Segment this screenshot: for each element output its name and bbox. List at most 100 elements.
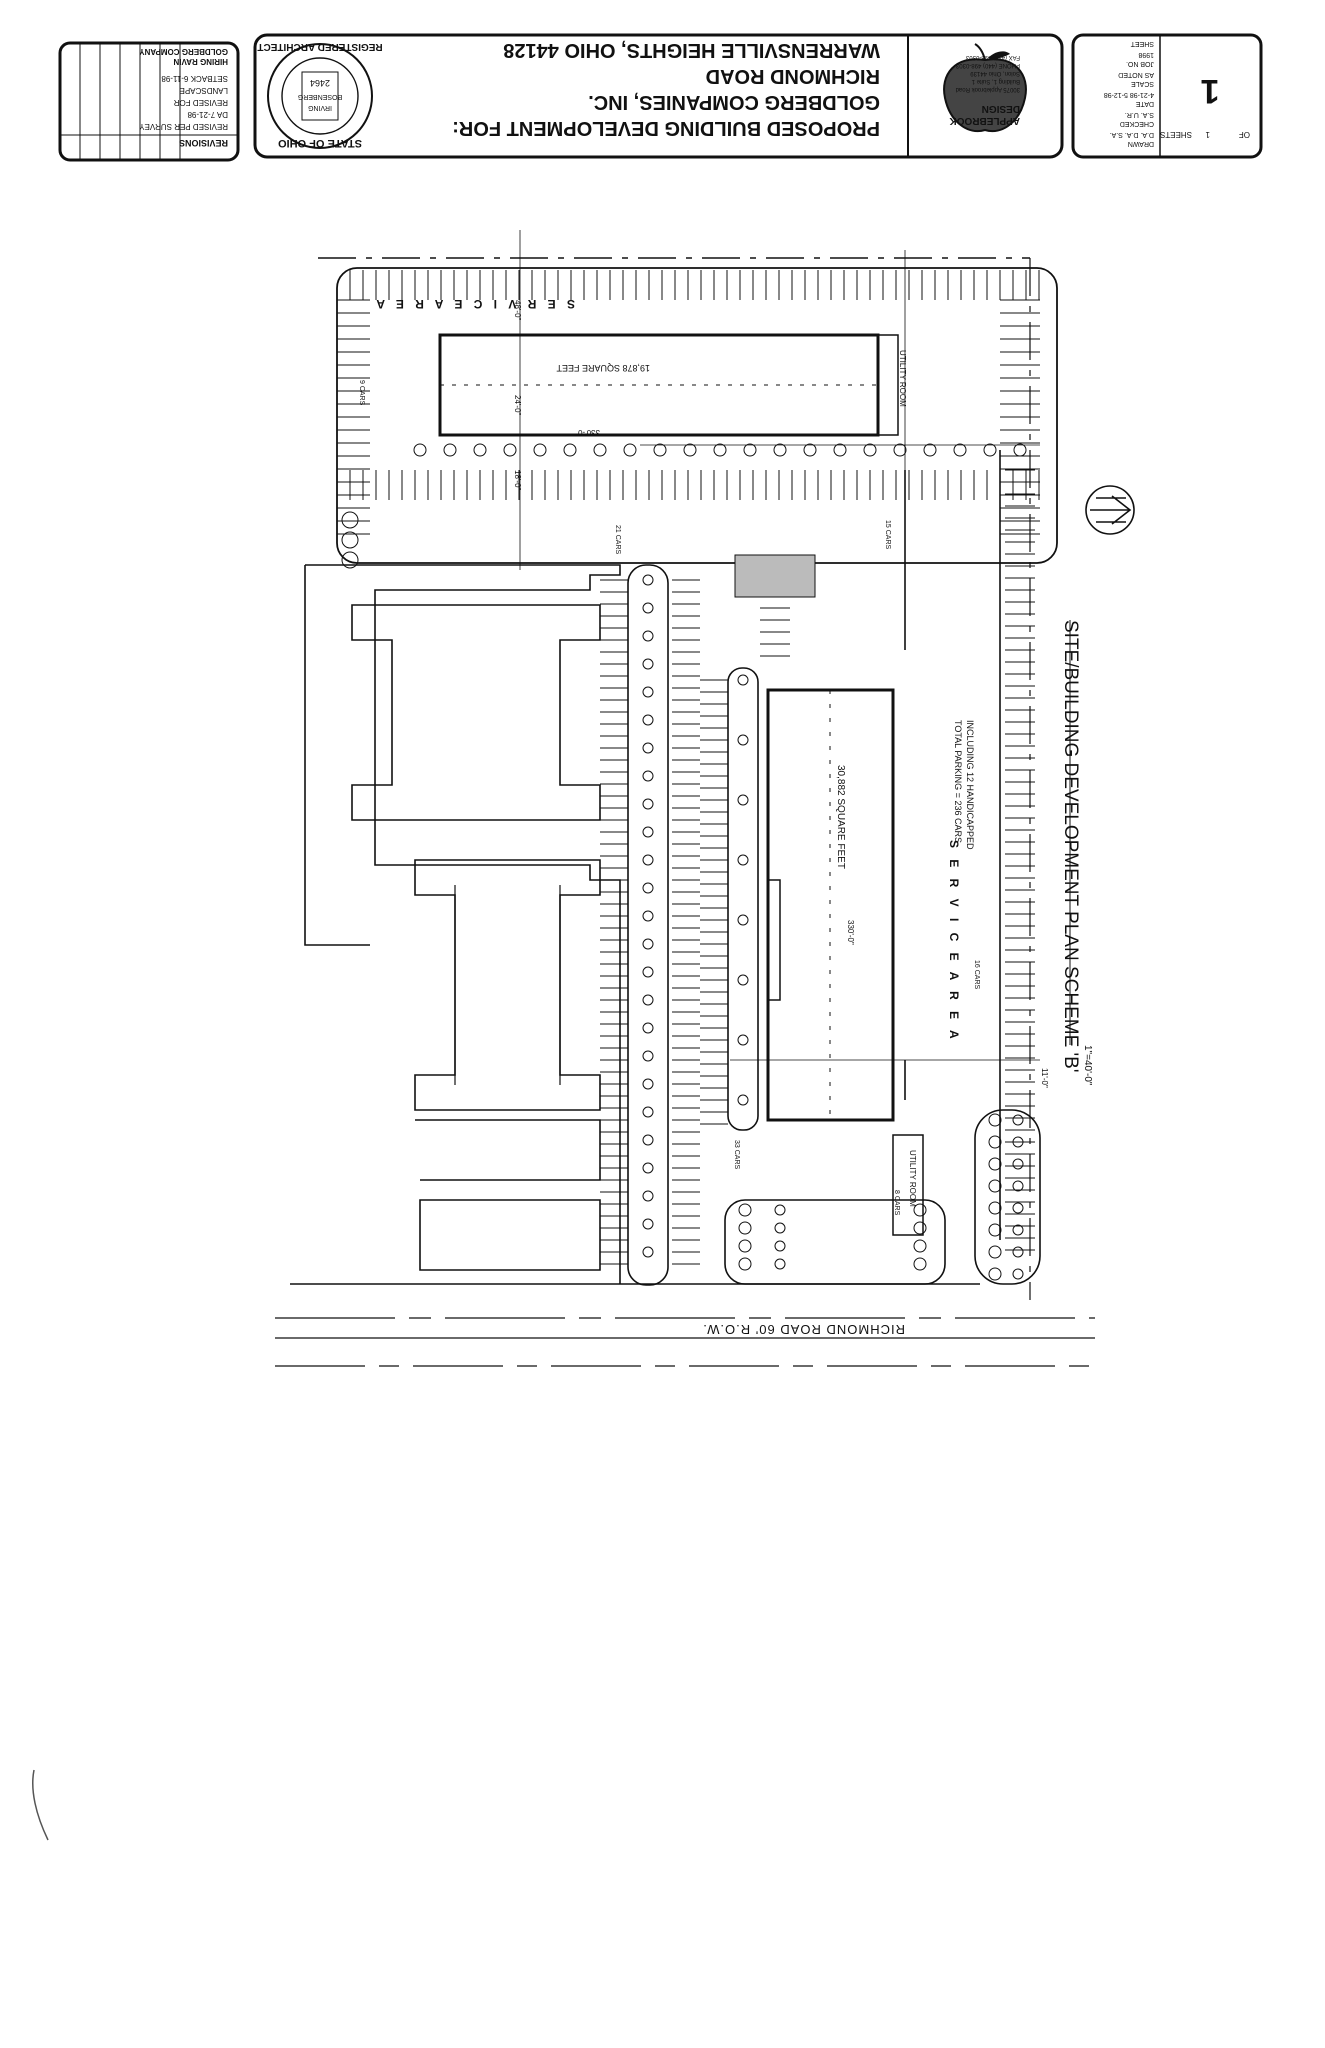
cars-8-label: 8 CARS xyxy=(893,1190,900,1216)
tree-icon xyxy=(737,1094,749,1106)
architect-seal: STATE OF OHIO REGISTERED ARCHITECT IRVIN… xyxy=(257,41,383,149)
stray-mark xyxy=(32,1769,49,1841)
scale-label: SCALE xyxy=(1131,80,1154,87)
adjacent-development-outline xyxy=(304,564,621,1284)
tree-icon xyxy=(593,443,607,457)
dim-48-label: 48'-0" xyxy=(513,300,522,321)
tree-icon xyxy=(913,1221,927,1235)
parking-island-southeast xyxy=(974,1109,1041,1285)
seal-number: 2464 xyxy=(310,78,330,88)
tree-icon xyxy=(341,531,359,549)
tree-icon xyxy=(623,443,637,457)
handicap-parking-label: INCLUDING 12 HANDICAPPED xyxy=(965,720,975,850)
revision-client-2: GOLDBERG COMPANY xyxy=(139,47,228,56)
tree-icon xyxy=(923,443,937,457)
title-block: STATE OF OHIO REGISTERED ARCHITECT IRVIN… xyxy=(253,33,1064,159)
tree-icon xyxy=(988,1157,1002,1171)
service-drive-curb xyxy=(904,450,1001,1240)
tree-icon xyxy=(642,1022,654,1034)
tree-icon xyxy=(413,443,427,457)
tree-icon xyxy=(913,1257,927,1271)
parking-island-center xyxy=(727,667,759,1131)
tree-icon xyxy=(642,658,654,670)
tree-icon xyxy=(988,1179,1002,1193)
revision-row-1: REVISED PER SURVEY xyxy=(139,122,228,131)
plan-labels: S E R V I C E A R E A S E R V I C E A R … xyxy=(358,297,1049,1337)
tree-icon xyxy=(1012,1180,1024,1192)
tree-icon xyxy=(1012,1224,1024,1236)
tree-icon xyxy=(773,443,787,457)
sheet-label: SHEET xyxy=(1130,40,1154,47)
tree-icon xyxy=(1012,1246,1024,1258)
adjacent-i-building-4 xyxy=(419,1199,601,1271)
tree-icon xyxy=(737,914,749,926)
tree-icon xyxy=(893,443,907,457)
dim-24-label: 24'-0" xyxy=(513,395,522,416)
title-street: RICHMOND ROAD xyxy=(706,65,880,87)
handicap-parking-area xyxy=(734,554,816,598)
tree-icon xyxy=(642,742,654,754)
tree-icon xyxy=(737,734,749,746)
tree-icon xyxy=(1013,443,1027,457)
applebrook-logo-icon xyxy=(943,43,1027,133)
cars-9-label: 9 CARS xyxy=(358,380,365,406)
job-value: 1998 xyxy=(1138,51,1154,58)
building-a-utility-room xyxy=(892,1134,924,1236)
tree-icon xyxy=(988,1223,1002,1237)
drawing-scale-text: 1"=40'-0" xyxy=(1082,1045,1093,1086)
revision-row-5: SETBACK 6-11-98 xyxy=(161,74,228,83)
utility-room-label-a: UTILITY ROOM xyxy=(908,1150,917,1207)
tree-icon xyxy=(738,1203,752,1217)
tree-icon xyxy=(737,674,749,686)
title-city: WARRENSVILLE HEIGHTS, OHIO 44128 xyxy=(503,39,880,61)
tree-icon xyxy=(1012,1202,1024,1214)
revision-client-1: HIRING RAVIN xyxy=(173,57,228,66)
tree-icon xyxy=(743,443,757,457)
building-a-sf-label: 30,882 SQUARE FEET xyxy=(835,765,846,869)
tree-icon xyxy=(738,1221,752,1235)
dim-11-label: 11'-0" xyxy=(1040,1068,1049,1088)
tree-icon xyxy=(1012,1114,1024,1126)
tree-icon xyxy=(738,1257,752,1271)
drawn-value: D.A. D.A. S.A. xyxy=(1110,131,1154,138)
tree-icon xyxy=(642,1218,654,1230)
adjacent-i-building-1 xyxy=(351,604,601,821)
tree-icon xyxy=(988,1201,1002,1215)
tree-icon xyxy=(642,714,654,726)
cars-33-label: 33 CARS xyxy=(733,1140,740,1170)
tree-icon xyxy=(774,1240,786,1252)
sheet-sheets: SHEETS xyxy=(1160,130,1192,139)
tree-icon xyxy=(642,882,654,894)
tree-icon xyxy=(713,443,727,457)
tree-icon xyxy=(563,443,577,457)
drawn-label: DRAWN xyxy=(1128,140,1154,147)
utility-room-label-b: UTILITY ROOM xyxy=(898,350,907,407)
tree-icon xyxy=(341,551,359,569)
drawing-title: SITE/BUILDING DEVELOPMENT PLAN SCHEME 'B… xyxy=(1060,620,1093,1086)
tree-icon xyxy=(642,966,654,978)
tree-icon xyxy=(863,443,877,457)
checked-value: S.A. U.R. xyxy=(1125,111,1154,118)
sheet-total: 1 xyxy=(1205,130,1210,139)
parking-stalls xyxy=(337,270,1040,1265)
seal-top-text: STATE OF OHIO xyxy=(278,137,362,149)
tree-icon xyxy=(683,443,697,457)
dim-18-label: 18'-0" xyxy=(513,470,522,491)
firm-address-1: 30075 Applebrook Road xyxy=(956,86,1020,92)
tree-icon xyxy=(642,994,654,1006)
dim-330-label: 330'-0" xyxy=(846,920,855,945)
tree-icon xyxy=(443,443,457,457)
tree-icon xyxy=(774,1258,786,1270)
tree-icon xyxy=(988,1113,1002,1127)
cars-21-label: 21 CARS xyxy=(614,525,621,555)
tree-icon xyxy=(642,770,654,782)
dim-330b-label: 330'-0" xyxy=(575,428,600,437)
service-area-label-north: S E R V I C E A R E A xyxy=(372,297,575,311)
parking-island-west xyxy=(627,564,669,1286)
tree-icon xyxy=(1012,1158,1024,1170)
tree-icon xyxy=(833,443,847,457)
seal-bottom-text: REGISTERED ARCHITECT xyxy=(257,41,382,52)
tree-icon xyxy=(653,443,667,457)
tree-icon xyxy=(503,443,517,457)
